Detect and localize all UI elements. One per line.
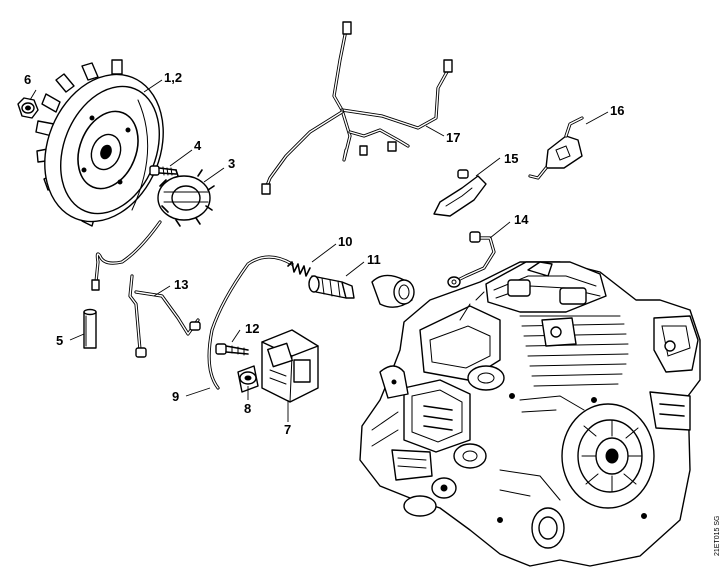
engine-crankcase <box>359 261 701 567</box>
callout-17: 17 <box>446 130 460 145</box>
ground-wire <box>447 231 496 288</box>
callout-9: 9 <box>172 389 179 404</box>
ignition-module-screw <box>215 343 249 356</box>
leader-lines <box>29 79 609 422</box>
flywheel <box>35 59 164 227</box>
callout-14: 14 <box>514 212 529 227</box>
cable-holder-15 <box>433 169 487 217</box>
callout-5: 5 <box>56 333 63 348</box>
spark-plug-boot <box>308 275 355 299</box>
ignition-lead <box>207 255 294 390</box>
ignition-screw <box>149 165 177 176</box>
callout-1-2: 1,2 <box>164 70 182 85</box>
cable-holder-16 <box>528 116 584 180</box>
callout-6: 6 <box>24 72 31 87</box>
callout-3: 3 <box>228 156 235 171</box>
callout-11: 11 <box>367 252 381 267</box>
callout-7: 7 <box>284 422 291 437</box>
wiring-harness <box>261 21 453 195</box>
stator-lead <box>91 220 162 291</box>
generator-stator <box>157 169 215 227</box>
flywheel-nut <box>17 97 39 119</box>
ignition-module <box>261 329 319 403</box>
callout-12: 12 <box>245 321 259 336</box>
callout-4: 4 <box>194 138 202 153</box>
callout-13: 13 <box>174 277 188 292</box>
callout-10: 10 <box>338 234 352 249</box>
sleeve <box>83 308 97 349</box>
callout-16: 16 <box>610 103 624 118</box>
rubber-boot <box>371 274 415 308</box>
callout-8: 8 <box>244 401 251 416</box>
spark-plug-spring <box>287 261 311 277</box>
short-circuit-wire <box>128 274 201 358</box>
callout-15: 15 <box>504 151 518 166</box>
spacer <box>237 365 259 393</box>
drawing-code: 21ET015 SG <box>714 516 721 556</box>
